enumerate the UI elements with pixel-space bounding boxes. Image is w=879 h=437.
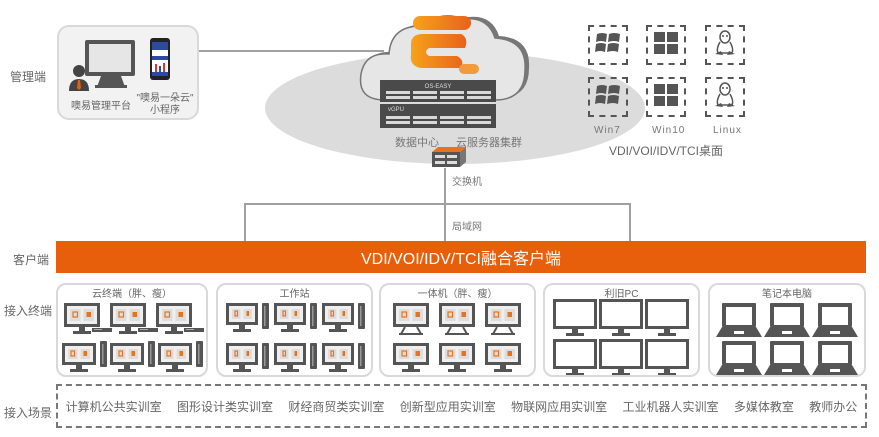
- fusion-client-bar: VDI/VOI/IDV/TCI融合客户端: [56, 241, 866, 273]
- fat-client-monitor: [158, 343, 192, 372]
- management-box: 噢易管理平台 "噢易一朵云" 小程序: [57, 25, 199, 120]
- server-rack-icon: OS-EASY vGPU: [380, 80, 496, 128]
- terminal-title: 笔记本电脑: [762, 289, 812, 300]
- datacenter-label: 数据中心: [395, 137, 439, 149]
- scene-item: 物联网应用实训室: [511, 399, 608, 414]
- terminal-box-legacy-pc: 利旧PC: [543, 283, 700, 377]
- os-label-win10: Win10: [652, 125, 686, 136]
- os-desktop-win7: [588, 25, 628, 65]
- thin-client-monitor: [64, 303, 100, 334]
- fat-client-monitor: [110, 343, 144, 372]
- connector-management: [199, 50, 384, 52]
- server1-label: OS-EASY: [425, 84, 452, 90]
- windows10-icon: [653, 83, 679, 112]
- smartphone-icon: [150, 38, 170, 80]
- windows7-icon: [595, 31, 621, 60]
- windows10-icon: [653, 31, 679, 60]
- linux-penguin-icon: [713, 29, 737, 62]
- row-label-access-terminal: 接入终端: [4, 304, 53, 318]
- miniprogram-label-line1: "噢易一朵云": [136, 93, 194, 104]
- scene-item: 工业机器人实训室: [622, 399, 719, 414]
- switch-label: 交换机: [452, 177, 482, 188]
- terminal-box-cloud: 云终端（胖、瘦）: [56, 283, 208, 377]
- scene-item: 图形设计类实训室: [177, 399, 274, 414]
- terminal-box-laptop: 笔记本电脑: [708, 283, 866, 377]
- terminal-title: 工作站: [279, 289, 310, 300]
- os-label-linux: Linux: [713, 125, 742, 136]
- terminal-title: 一体机（胖、瘦）: [417, 289, 498, 300]
- row-label-management: 管理端: [10, 70, 47, 84]
- windows7-icon: [595, 83, 621, 112]
- lan-left-drop: [244, 203, 246, 241]
- admin-monitor-icon: [69, 40, 135, 91]
- cloud-terminal-icons: [58, 297, 206, 375]
- scene-item: 教师办公: [809, 399, 858, 414]
- lan-horizontal-line: [244, 203, 631, 205]
- thin-client-monitor: [156, 303, 192, 334]
- terminal-title: 云终端（胖、瘦）: [92, 289, 172, 300]
- network-switch-icon: [432, 147, 466, 167]
- all-in-one-pc-icons: [381, 297, 534, 375]
- cloud-cluster-label: 云服务器集群: [456, 137, 522, 149]
- os-desktop-win7: [588, 77, 628, 117]
- access-scene-box: 计算机公共实训室图形设计类实训室财经商贸类实训室创新型应用实训室物联网应用实训室…: [56, 384, 867, 428]
- thin-client-monitor: [110, 303, 146, 334]
- os-desktop-linux: [705, 77, 745, 117]
- os-label-win7: Win7: [594, 125, 621, 136]
- platform-label: 噢易管理平台: [71, 101, 131, 112]
- legacy-pc-monitor-icons: [545, 297, 698, 376]
- server2-label: vGPU: [388, 107, 404, 113]
- lan-right-drop: [629, 203, 631, 241]
- terminal-box-all-in-one: 一体机（胖、瘦）: [379, 283, 536, 377]
- scene-item: 多媒体教室: [733, 399, 794, 414]
- os-desktop-linux: [705, 25, 745, 65]
- os-desktop-win10: [646, 25, 686, 65]
- linux-penguin-icon: [713, 81, 737, 114]
- desktops-caption: VDI/VOI/IDV/TCI桌面: [609, 144, 724, 158]
- row-label-client: 客户端: [13, 253, 50, 267]
- scene-item: 计算机公共实训室: [65, 399, 162, 414]
- workstation-icons: [218, 297, 371, 375]
- scene-item: 创新型应用实训室: [399, 399, 496, 414]
- miniprogram-label: "噢易一朵云" 小程序: [133, 93, 197, 117]
- laptop-icons: [710, 297, 864, 375]
- terminal-title: 利旧PC: [604, 289, 639, 300]
- scene-item: 财经商贸类实训室: [288, 399, 385, 414]
- row-label-access-scene: 接入场景: [4, 406, 53, 420]
- miniprogram-label-line2: 小程序: [150, 105, 180, 116]
- fusion-client-label: VDI/VOI/IDV/TCI融合客户端: [360, 251, 562, 268]
- fat-client-monitor: [62, 343, 96, 372]
- cloud-icon: [359, 15, 530, 101]
- os-desktop-win10: [646, 77, 686, 117]
- terminal-box-workstation: 工作站: [216, 283, 373, 377]
- lan-label: 局域网: [452, 222, 482, 233]
